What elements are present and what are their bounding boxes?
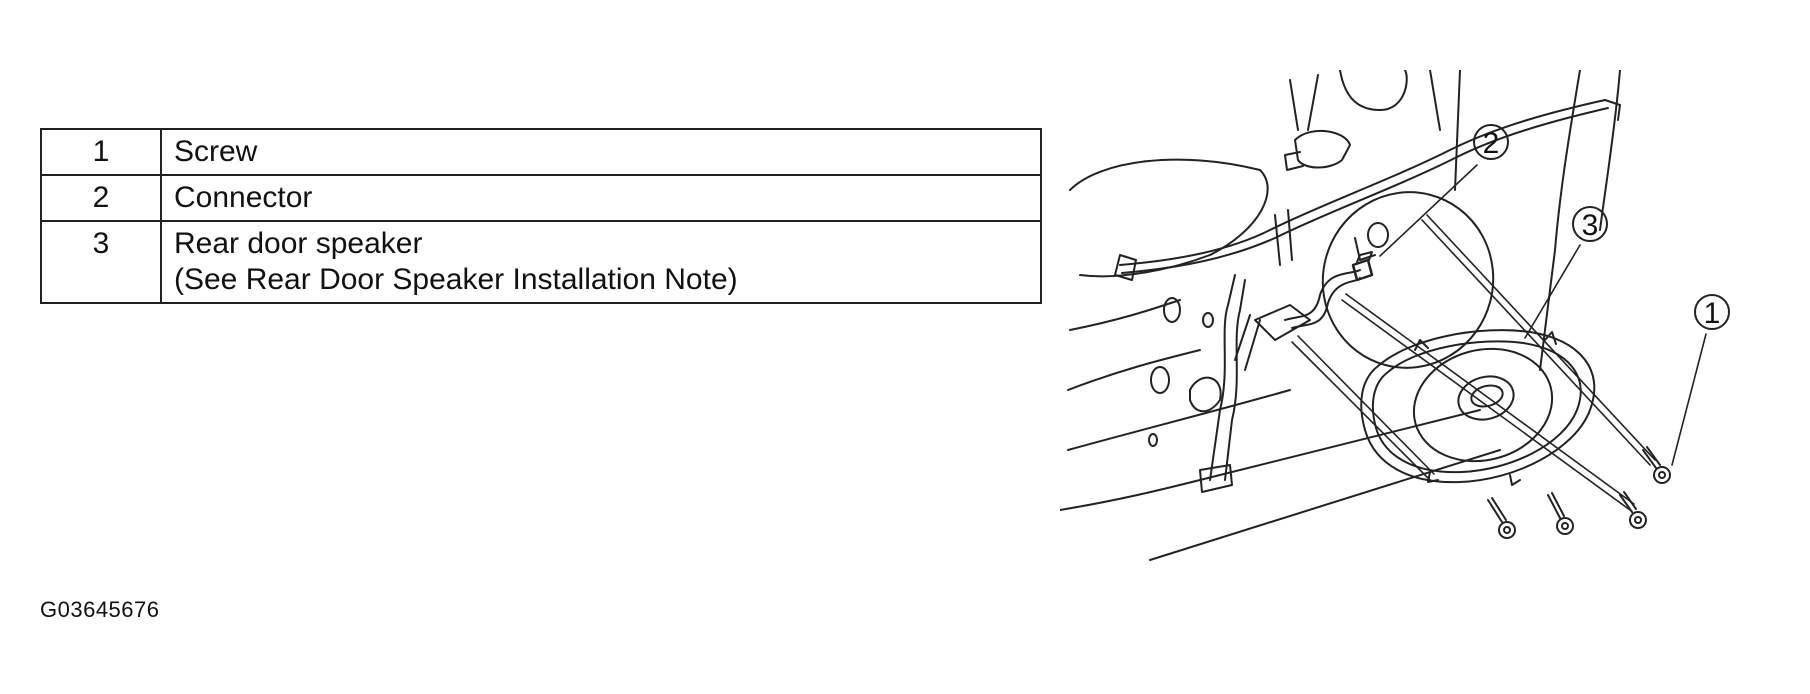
legend-table: 1 Screw 2 Connector 3 Rear door speaker … bbox=[40, 128, 1042, 304]
legend-text: (See Rear Door Speaker Installation Note… bbox=[174, 263, 738, 296]
screw-guide-lines bbox=[1291, 214, 1656, 511]
legend-number: 3 bbox=[40, 220, 162, 304]
callout-number: 2 bbox=[1483, 127, 1500, 160]
leader-lines bbox=[1379, 164, 1707, 466]
legend-text: Rear door speaker bbox=[174, 227, 423, 260]
door-panel bbox=[1060, 70, 1621, 561]
screw-icon bbox=[1642, 446, 1671, 484]
wire-harness bbox=[1114, 99, 1621, 493]
legend-row: 3 Rear door speaker (See Rear Door Speak… bbox=[40, 220, 1042, 304]
legend-row: 1 Screw bbox=[40, 128, 1042, 176]
legend-text: Connector bbox=[174, 181, 313, 214]
figure-code: G03645676 bbox=[40, 597, 160, 622]
callout-number: 1 bbox=[1704, 297, 1721, 330]
screw-icon bbox=[1487, 497, 1516, 539]
screw-icon bbox=[1547, 492, 1574, 535]
speaker-opening bbox=[1284, 191, 1495, 369]
callout-3: 3 bbox=[1572, 206, 1608, 242]
legend-description: Connector bbox=[160, 174, 1042, 222]
legend-number: 2 bbox=[40, 174, 162, 222]
legend-row: 2 Connector bbox=[40, 174, 1042, 222]
screw-icon bbox=[1619, 491, 1647, 529]
connector-icon bbox=[1351, 251, 1374, 282]
callout-2: 2 bbox=[1473, 124, 1509, 160]
legend-description: Rear door speaker (See Rear Door Speaker… bbox=[160, 220, 1042, 304]
legend-description: Screw bbox=[160, 128, 1042, 176]
legend-text: Screw bbox=[174, 135, 258, 168]
speaker-icon bbox=[1360, 329, 1596, 486]
legend-number: 1 bbox=[40, 128, 162, 176]
door-speaker-illustration: 2 3 1 bbox=[1060, 70, 1730, 561]
callout-number: 3 bbox=[1582, 209, 1599, 242]
callout-1: 1 bbox=[1694, 294, 1730, 330]
